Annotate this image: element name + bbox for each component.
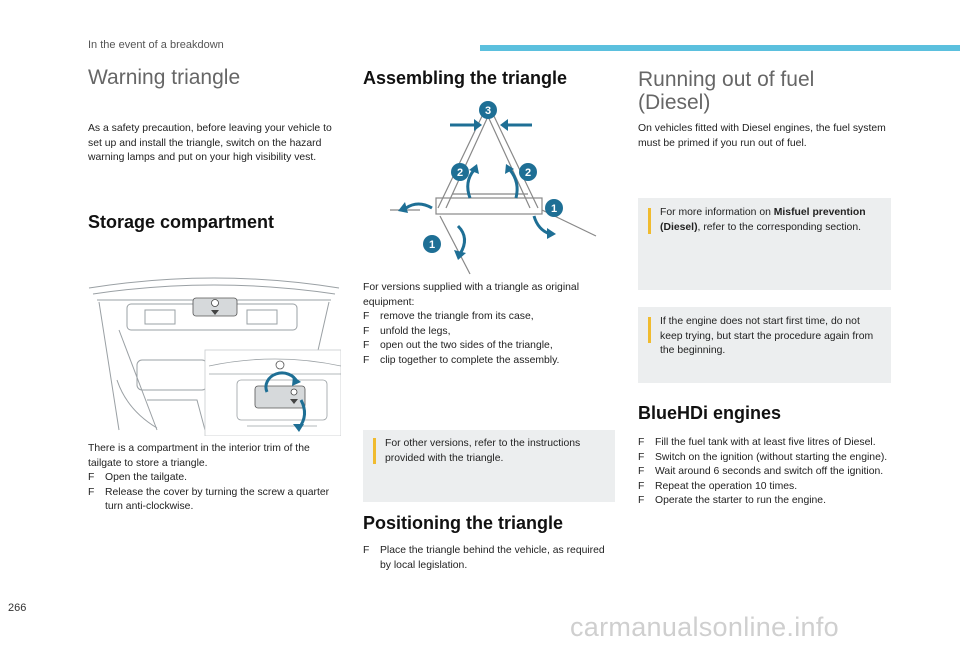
list-item-text: remove the triangle from its case,: [380, 311, 534, 322]
info-note: For more information on Misfuel preventi…: [638, 198, 891, 290]
bullet-marker: F: [363, 545, 370, 556]
list-item: F Switch on the ignition (without startin…: [638, 451, 890, 466]
note-marker: [648, 208, 651, 234]
positioning-title: Positioning the triangle: [363, 513, 564, 533]
storage-text: There is a compartment in the interior t…: [88, 443, 310, 469]
storage-text-block: There is a compartment in the interior t…: [88, 442, 338, 515]
bluehdi-steps: F Fill the fuel tank with at least five l…: [638, 436, 890, 509]
bluehdi-title: BlueHDi engines: [638, 403, 782, 423]
storage-compartment-title: Storage compartment: [88, 212, 275, 232]
note-text: If the engine does not start first time,…: [660, 316, 874, 356]
bullet-marker: F: [363, 340, 370, 351]
note-marker: [373, 438, 376, 464]
note-link-misfuel: Misfuel prevention (Diesel): [660, 207, 866, 233]
step-badge: 2: [519, 163, 537, 181]
warning-note: If the engine does not start first time,…: [638, 307, 891, 383]
triangle-assembly-diagram: 3 2 2 1 1: [390, 101, 597, 275]
svg-text:1: 1: [551, 203, 557, 215]
bullet-marker: F: [638, 466, 645, 477]
list-item-text: Switch on the ignition (without starting…: [655, 451, 888, 463]
list-item-text: Open the tailgate.: [105, 472, 188, 483]
note-text-pre: For more information on: [660, 207, 774, 218]
bullet-marker: F: [638, 451, 645, 463]
list-item: F Repeat the operation 10 times.: [638, 480, 890, 495]
step-badge: 1: [545, 199, 563, 217]
list-item: F Open the tailgate.: [88, 471, 338, 486]
svg-text:2: 2: [525, 167, 531, 179]
bullet-marker: F: [88, 472, 95, 483]
section-header: In the event of a breakdown: [88, 39, 224, 51]
bullet-marker: F: [363, 325, 370, 337]
warning-triangle-title: Warning triangle: [88, 66, 241, 89]
bullet-marker: F: [638, 495, 645, 506]
list-item: F Operate the starter to run the engine.: [638, 494, 890, 509]
watermark: carmanualsonline.info: [570, 612, 839, 642]
assembling-intro: For versions supplied with a triangle as…: [363, 282, 580, 308]
intro-text: On vehicles fitted with Diesel engines, …: [638, 123, 886, 149]
header-accent-bar: [480, 45, 960, 51]
title-line-1: Running out of fuel: [638, 68, 815, 91]
info-note: For other versions, refer to the instruc…: [363, 430, 615, 502]
page-number: 266: [8, 602, 27, 614]
title-line-2: (Diesel): [638, 91, 711, 114]
bullet-marker: F: [363, 354, 370, 366]
list-item: F Release the cover by turning the screw …: [88, 486, 338, 515]
note-marker: [648, 317, 651, 343]
step-badge: 1: [423, 235, 441, 253]
list-item-text: Fill the fuel tank with at least five li…: [655, 437, 876, 448]
note-text: For more information on Misfuel preventi…: [660, 206, 881, 235]
list-item-text: Place the triangle behind the vehicle, a…: [380, 545, 605, 571]
list-item: F Wait around 6 seconds and switch off th…: [638, 465, 890, 480]
list-item: F Fill the fuel tank with at least five l…: [638, 436, 890, 451]
list-item-text: Wait around 6 seconds and switch off the…: [655, 466, 884, 477]
assembling-text-block: For versions supplied with a triangle as…: [363, 281, 615, 368]
list-item-text: Operate the starter to run the engine.: [655, 495, 826, 506]
svg-text:2: 2: [457, 167, 463, 179]
list-item-text: open out the two sides of the triangle,: [380, 340, 553, 351]
positioning-text-block: F Place the triangle behind the vehicle, …: [363, 544, 615, 573]
list-item-text: clip together to complete the assembly.: [380, 354, 560, 366]
running-out-title: Running out of fuel (Diesel): [638, 68, 814, 114]
svg-text:3: 3: [485, 105, 491, 117]
list-item-text: Release the cover by turning the screw a…: [105, 486, 330, 513]
step-badge: 3: [479, 101, 497, 119]
warning-triangle-intro: As a safety precaution, before leaving y…: [88, 122, 333, 166]
tailgate-illustration: [88, 277, 341, 436]
list-item-text: unfold the legs,: [380, 325, 451, 337]
bullet-marker: F: [638, 437, 645, 448]
note-text-post: , refer to the corresponding section.: [697, 221, 862, 233]
bullet-marker: F: [638, 480, 645, 492]
svg-text:1: 1: [429, 239, 435, 251]
note-text: For other versions, refer to the instruc…: [385, 438, 581, 464]
bullet-marker: F: [88, 486, 95, 498]
list-item: F Place the triangle behind the vehicle, …: [363, 544, 615, 573]
assembling-title: Assembling the triangle: [363, 68, 568, 88]
list-item-text: Repeat the operation 10 times.: [655, 480, 798, 492]
intro-text: As a safety precaution, before leaving y…: [88, 123, 332, 163]
bullet-marker: F: [363, 311, 370, 322]
step-badge: 2: [451, 163, 469, 181]
running-out-intro: On vehicles fitted with Diesel engines, …: [638, 122, 890, 151]
